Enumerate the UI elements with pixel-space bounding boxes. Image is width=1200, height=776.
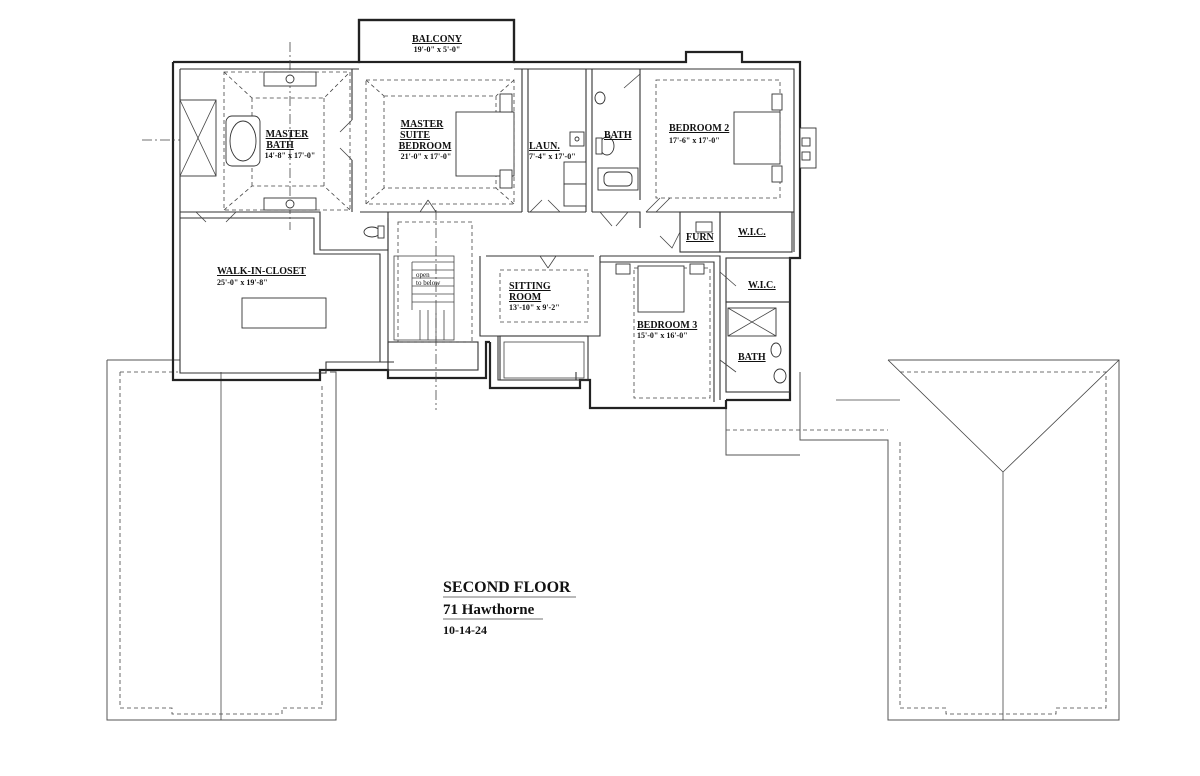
balcony: BALCONY 19'-0" x 5'-0" — [357, 18, 516, 64]
wic-upper-name: W.I.C. — [738, 227, 766, 238]
bath-upper-name: BATH — [604, 130, 632, 141]
sitting-room-name-line1: SITTING — [509, 281, 551, 292]
master-suite-name-line3: BEDROOM — [399, 141, 452, 152]
stair-note-line1: open — [416, 271, 430, 279]
bedroom2-bed — [733, 93, 817, 183]
room-label-bedroom2: BEDROOM 2 17'-6" x 17'-0" — [669, 123, 729, 145]
master-bath-fixtures — [179, 71, 385, 239]
bedroom2-dim: 17'-6" x 17'-0" — [669, 136, 720, 145]
walk-in-closet-dim: 25'-0" x 19'-8" — [217, 278, 268, 287]
room-label-bath-lower: BATH — [738, 352, 766, 363]
master-bath-name-line2: BATH — [266, 140, 294, 151]
room-label-bath-upper: BATH — [604, 130, 632, 141]
room-label-master-suite: MASTER SUITE BEDROOM 21'-0" x 17'-0" — [399, 119, 452, 161]
room-label-bedroom3: BEDROOM 3 15'-0" x 16'-0" — [637, 320, 697, 340]
walk-in-closet-island — [241, 297, 327, 329]
room-label-sitting-room: SITTING ROOM 13'-10" x 9'-2" — [509, 281, 560, 312]
right-garage-roof — [725, 359, 1120, 721]
laundry-dim: 7'-4" x 17'-0" — [529, 152, 576, 161]
bath-lower-name: BATH — [738, 352, 766, 363]
room-label-master-bath: MASTER BATH 14'-8" x 17'-0" — [265, 129, 316, 160]
master-suite-dim: 21'-0" x 17'-0" — [401, 152, 452, 161]
plan-title: SECOND FLOOR — [443, 579, 571, 596]
bedroom3-name: BEDROOM 3 — [637, 320, 697, 331]
interior-walls — [180, 69, 794, 402]
room-label-furn: FURN — [686, 232, 715, 243]
bedroom3-dim: 15'-0" x 16'-0" — [637, 331, 688, 340]
laundry-name: LAUN. — [529, 141, 560, 152]
room-label-laundry: LAUN. 7'-4" x 17'-0" — [529, 141, 576, 161]
stairs: open to below — [411, 261, 454, 340]
furn-name: FURN — [686, 232, 715, 243]
master-bath-name-line1: MASTER — [266, 129, 310, 140]
sitting-room-dim: 13'-10" x 9'-2" — [509, 303, 560, 312]
balcony-name: BALCONY — [412, 34, 463, 45]
laundry-bath-fixtures — [563, 91, 639, 207]
room-label-walk-in-closet: WALK-IN-CLOSET 25'-0" x 19'-8" — [217, 266, 306, 287]
bedroom3-bed — [615, 263, 705, 313]
room-label-wic-lower: W.I.C. — [748, 280, 776, 291]
plan-date: 10-14-24 — [443, 623, 487, 637]
walk-in-closet-name: WALK-IN-CLOSET — [217, 266, 306, 277]
bedroom2-name: BEDROOM 2 — [669, 123, 729, 134]
plan-address: 71 Hawthorne — [443, 602, 535, 618]
doors — [195, 73, 737, 373]
master-bath-dim: 14'-8" x 17'-0" — [265, 151, 316, 160]
balcony-dim: 19'-0" x 5'-0" — [414, 45, 461, 54]
title-block: SECOND FLOOR 71 Hawthorne 10-14-24 — [443, 579, 576, 637]
axis-lines — [142, 42, 437, 410]
left-garage-roof — [106, 359, 337, 721]
master-suite-name-line2: SUITE — [400, 130, 430, 141]
master-suite-bed — [455, 93, 515, 189]
lower-bath-fixtures — [695, 221, 787, 384]
stair-note-line2: to below — [416, 279, 441, 287]
master-suite-name-line1: MASTER — [401, 119, 445, 130]
sitting-room-name-line2: ROOM — [509, 292, 542, 303]
wic-lower-name: W.I.C. — [748, 280, 776, 291]
room-label-wic-upper: W.I.C. — [738, 227, 766, 238]
